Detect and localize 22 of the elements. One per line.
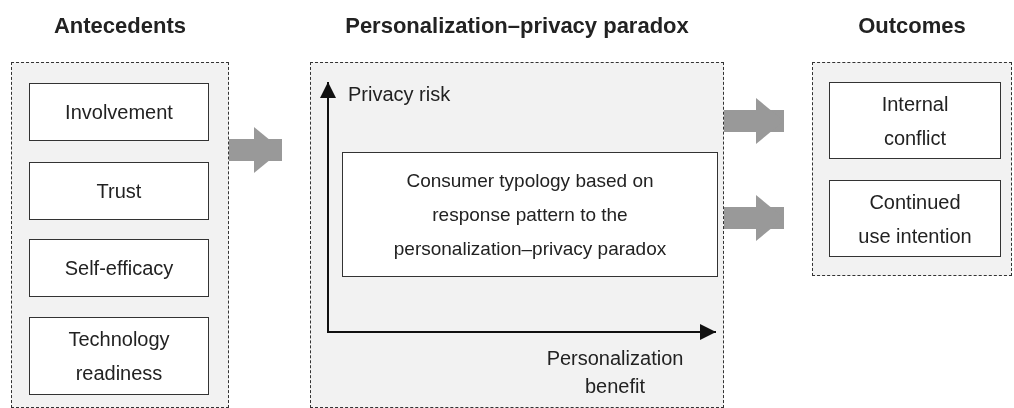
text-box [29,317,209,395]
text-box [29,83,209,141]
box-label: Internal conflict [880,91,950,151]
block-arrow [229,127,282,173]
text-box [829,82,1001,159]
text-box [829,180,1001,257]
box-label: Self-efficacy [64,256,174,281]
panel-heading: Outcomes [857,13,967,39]
panel-heading: Antecedents [52,13,187,39]
box-label: Involvement [65,100,173,125]
text-box [29,239,209,297]
box-label: Continued use intention [857,189,973,249]
box-label: Trust [96,179,142,204]
block-arrow [724,98,784,144]
text-box [29,162,209,220]
text-box [342,152,718,277]
axis-label: Personalization benefit [545,346,685,399]
axis-label: Privacy risk [348,82,452,107]
box-label: Consumer typology based on response pattern to the personalization–privacy paradox [392,168,668,261]
panel-heading: Personalization–privacy paradox [344,13,690,39]
block-arrow [724,195,784,241]
box-label: Technology readiness [67,327,171,386]
